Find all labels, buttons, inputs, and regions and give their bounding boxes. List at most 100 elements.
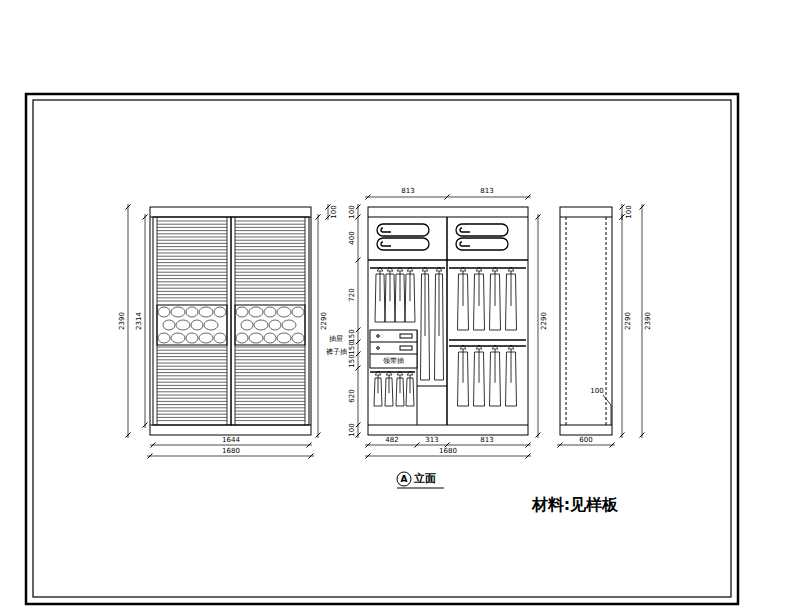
folded-clothes (377, 238, 429, 250)
door-louver (157, 259, 227, 260)
stone-pattern (264, 333, 276, 343)
view-mark: A (401, 475, 408, 484)
caption-underline (397, 488, 444, 489)
door-louver (235, 407, 305, 408)
dimension-tick (356, 258, 361, 263)
sheet-frame (26, 94, 738, 604)
hanger (387, 267, 393, 271)
dimension-tick (143, 423, 148, 428)
door-louver (157, 278, 227, 279)
door-louver (235, 353, 305, 354)
shirt (506, 349, 517, 406)
stone-pattern (292, 307, 304, 317)
door-louver (157, 291, 227, 292)
door-louver (235, 398, 305, 399)
door-louver (157, 353, 227, 354)
door-louver (157, 369, 227, 370)
stone-pattern (292, 333, 304, 343)
stone-pattern (249, 307, 263, 317)
door-louver (157, 391, 227, 392)
stone-pattern (249, 333, 263, 343)
sheet-frame (33, 100, 731, 597)
door-louver (157, 246, 227, 247)
stone-pattern (254, 320, 268, 330)
door-louver (157, 407, 227, 408)
stone-pattern (241, 320, 253, 330)
dimension-tick (309, 454, 314, 459)
door-louver (235, 221, 305, 222)
hanger (436, 267, 442, 271)
dimension-tick (148, 454, 153, 459)
hanger (476, 345, 482, 349)
dimension-line (642, 204, 643, 438)
trousers (385, 375, 393, 406)
dimension-line (538, 214, 539, 438)
shirt (458, 349, 469, 406)
door-stile (227, 217, 228, 425)
door-louver (235, 417, 305, 418)
jacket (405, 271, 415, 322)
door-louver (235, 224, 305, 225)
dimension: 100 (331, 205, 338, 218)
stone-pattern (214, 307, 226, 317)
stone-pattern (277, 333, 291, 343)
drawer-divider (370, 342, 417, 343)
dimension-tick (151, 443, 156, 448)
door-louver (157, 285, 227, 286)
dimension: 720 (349, 288, 356, 301)
door-louver (157, 227, 227, 228)
door-louver (157, 237, 227, 238)
door-louver (157, 269, 227, 270)
stone-panel (235, 305, 305, 345)
door-stile (235, 217, 236, 425)
door-louver (235, 294, 305, 295)
stone-pattern (282, 320, 296, 330)
shirt (490, 349, 501, 406)
drawer-handle (400, 346, 412, 350)
wardrobe-outline (150, 207, 311, 435)
dimension-tick (356, 340, 361, 345)
dimension-tick (356, 328, 361, 333)
door-louver (235, 259, 305, 260)
door-louver (157, 404, 227, 405)
stone-pattern (236, 307, 248, 317)
door-louver (157, 359, 227, 360)
dimension-tick (356, 352, 361, 357)
door-louver (235, 230, 305, 231)
hanger (492, 267, 498, 271)
dimension: 2390 (645, 312, 652, 330)
door-louver (157, 350, 227, 351)
view-caption: 立面 (414, 473, 436, 484)
door-louver (157, 230, 227, 231)
dimension-tick (620, 433, 625, 438)
wardrobe-outline (368, 207, 528, 435)
top-board (560, 217, 612, 218)
stone-pattern (176, 320, 190, 330)
door-louver (157, 272, 227, 273)
door-louver (235, 278, 305, 279)
dimension-tick (366, 195, 371, 200)
door-louver (157, 401, 227, 402)
hanger (377, 267, 383, 271)
door-louver (235, 275, 305, 276)
dimension: 1680 (222, 448, 240, 455)
sliding-door (231, 217, 309, 425)
dimension: 813 (401, 188, 414, 195)
hanger (508, 267, 514, 271)
door-louver (157, 240, 227, 241)
door-louver (157, 382, 227, 383)
door-louver (235, 253, 305, 254)
hanger (508, 345, 514, 349)
stone-pattern (158, 333, 170, 343)
caption-circle (397, 472, 411, 486)
door-louver (235, 385, 305, 386)
door-louver (235, 285, 305, 286)
door-louver (235, 246, 305, 247)
dimension-tick (536, 433, 541, 438)
door-louver (235, 375, 305, 376)
trousers (396, 375, 404, 406)
dimension: 100 (626, 205, 633, 218)
door-stile (157, 217, 158, 425)
door-louver (157, 414, 227, 415)
dimension-tick (356, 423, 361, 428)
